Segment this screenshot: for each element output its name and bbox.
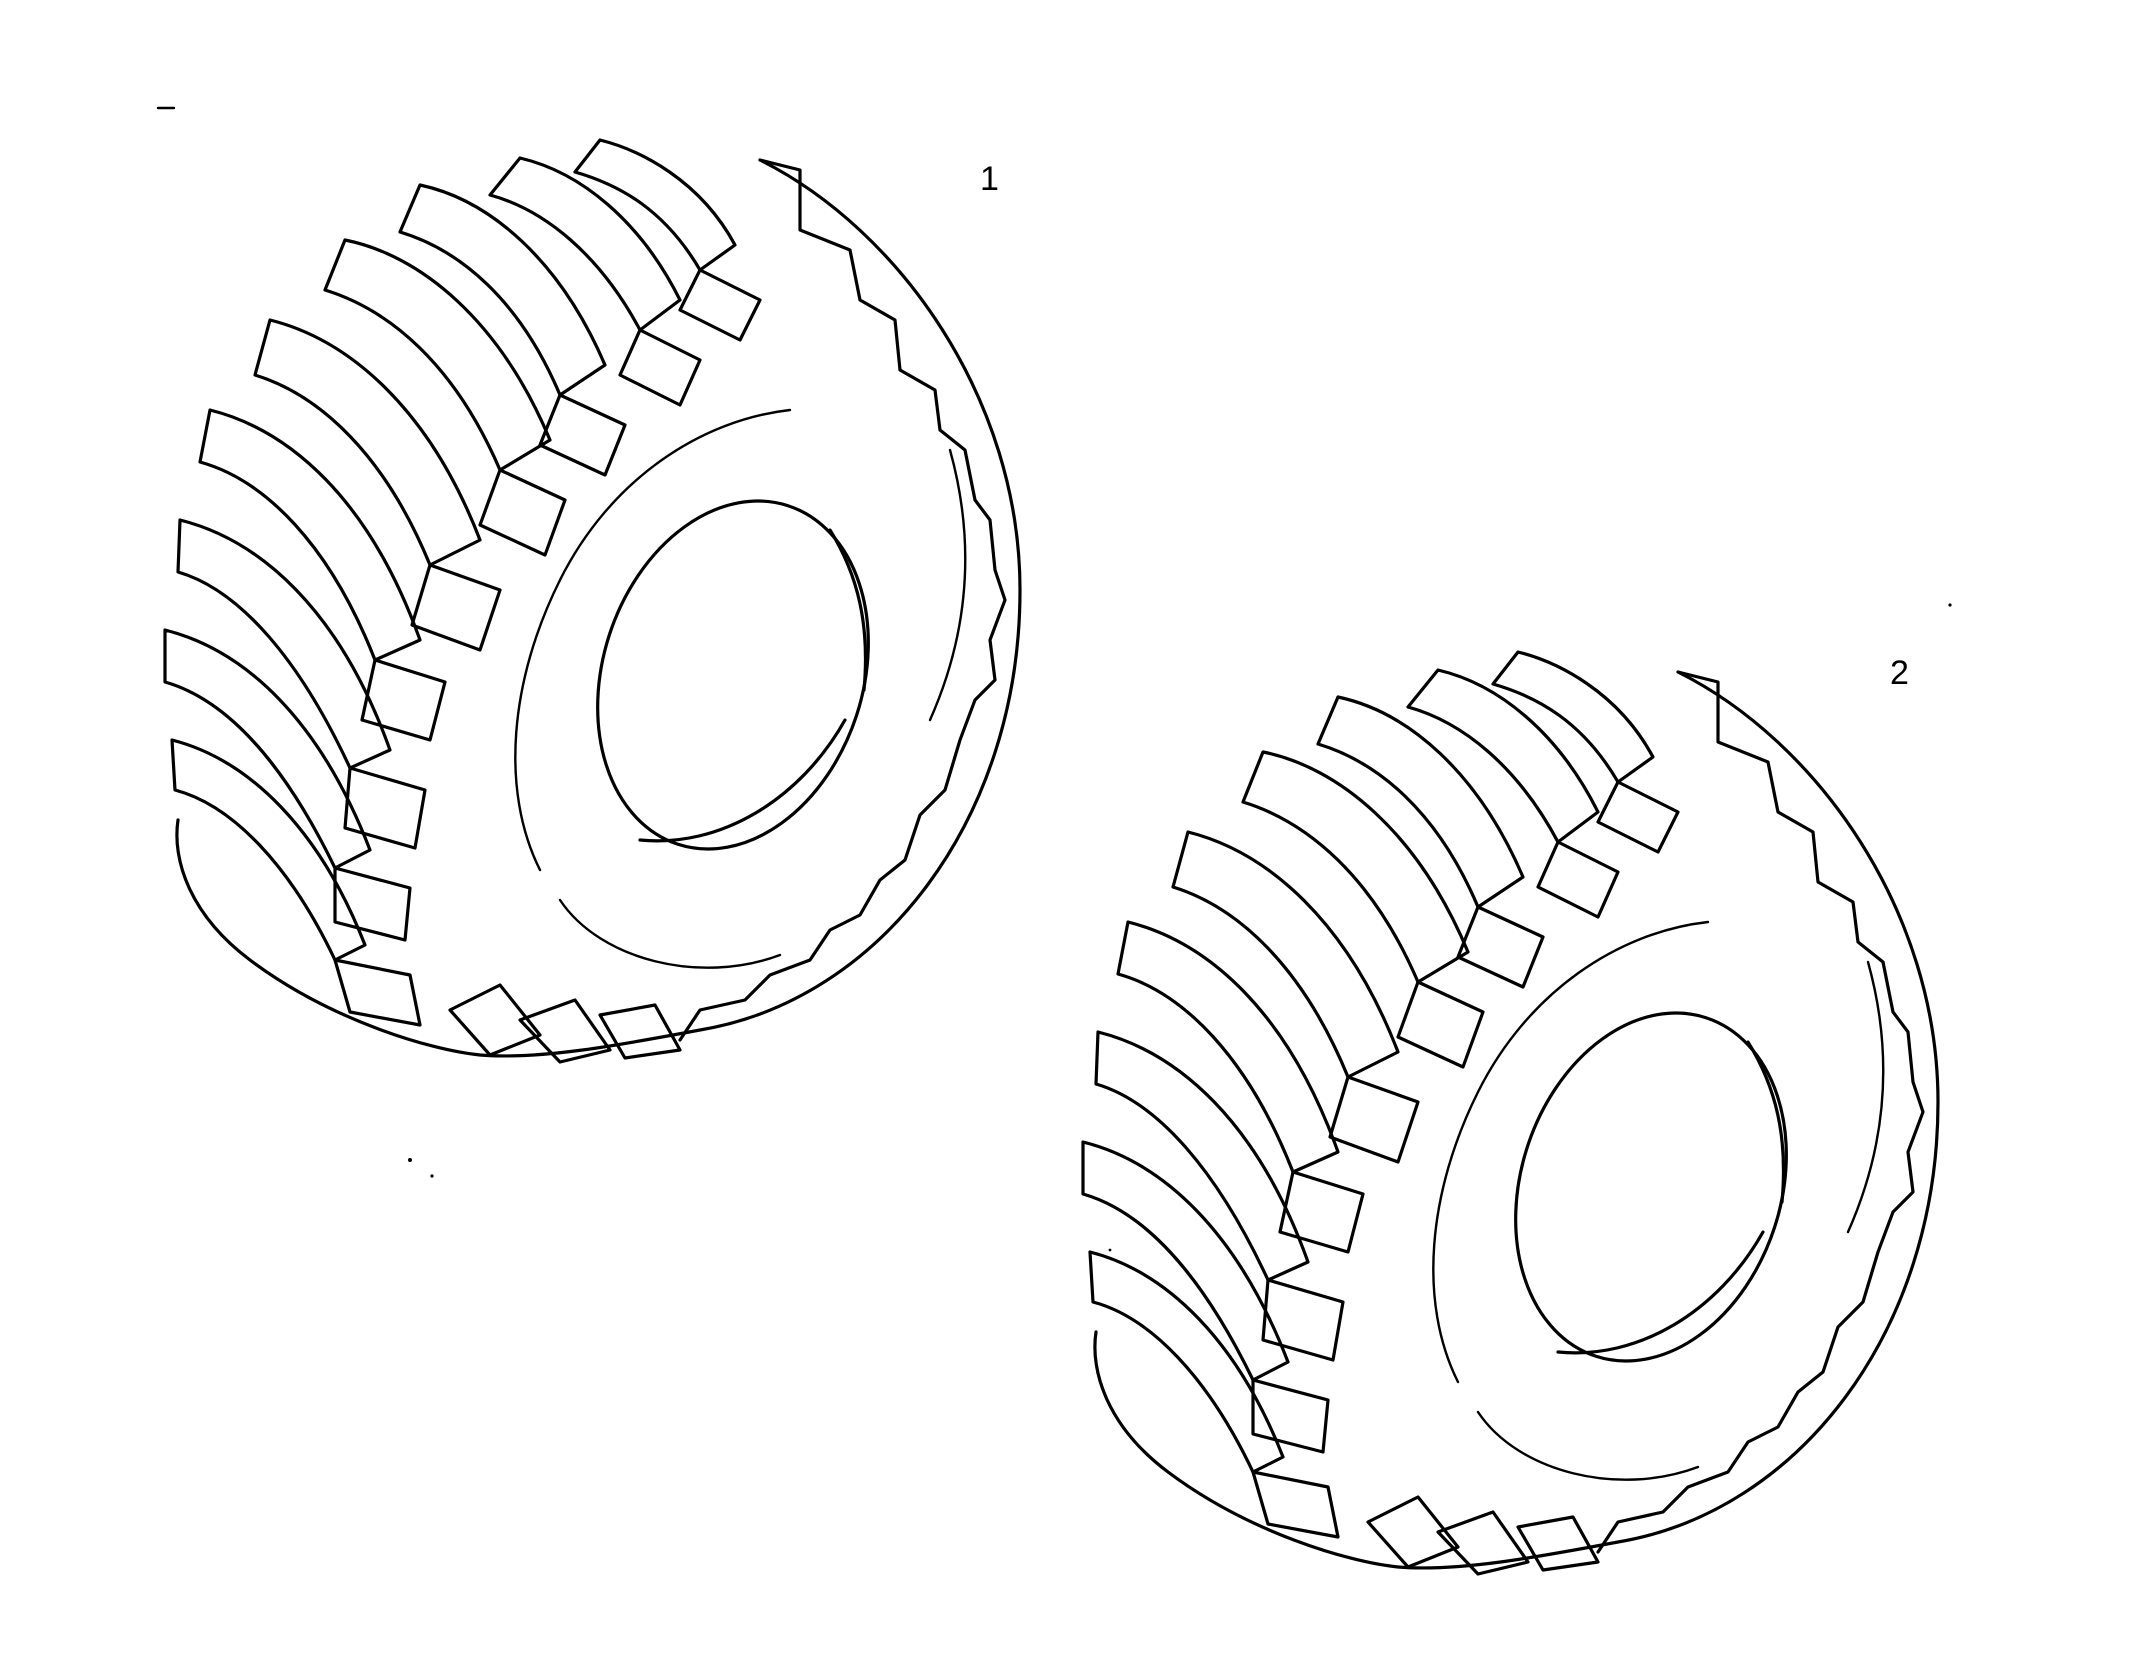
shoulder-block: [1261, 1278, 1345, 1362]
tread-edge: [1596, 670, 1925, 1554]
rim-shadow: [638, 718, 847, 843]
rim-opening: [1514, 1011, 1788, 1363]
tread-lug: [1316, 695, 1525, 909]
tire-sidewall-outline: [175, 158, 1022, 1058]
tread-lug: [1088, 1250, 1285, 1474]
shoulder-block: [343, 766, 427, 850]
scan-speck: [408, 1158, 412, 1162]
sidewall-ring: [1432, 920, 1710, 1384]
tread-lug: [198, 408, 422, 662]
tire-sidewall-outline: [1093, 670, 1940, 1570]
scan-speck: [1948, 603, 1952, 607]
callout-label-1: 1: [980, 160, 999, 198]
tire-icon: [1081, 650, 1940, 1576]
shoulder-block: [333, 866, 412, 942]
tread-lug: [253, 318, 482, 567]
tread-lug: [170, 738, 367, 962]
sidewall-ring: [1846, 960, 1885, 1234]
shoulder-block: [1596, 780, 1680, 854]
tread-lug: [398, 183, 607, 397]
callout-label-2: 2: [1890, 654, 1909, 692]
rim-opening: [596, 499, 870, 851]
tread-lug: [1171, 830, 1400, 1079]
tread-lug: [323, 238, 552, 472]
rim-inner-highlight: [1746, 1040, 1786, 1204]
sidewall-ring: [1476, 1410, 1700, 1481]
tread-edge: [678, 158, 1007, 1042]
shoulder-block: [410, 563, 502, 652]
shoulder-block: [478, 468, 567, 557]
sidewall-ring: [928, 448, 967, 722]
tread-lug: [1241, 750, 1470, 984]
shoulder-block: [1536, 840, 1620, 919]
tread-lug: [163, 628, 372, 870]
bottom-tread-block: [1516, 1515, 1600, 1572]
shoulder-block: [618, 328, 702, 407]
shoulder-block: [1396, 980, 1485, 1069]
bottom-tread-block: [598, 1003, 682, 1060]
tread-lug: [176, 518, 392, 770]
shoulder-block: [1328, 1075, 1420, 1164]
shoulder-block: [1278, 1170, 1365, 1254]
shoulder-block: [1251, 1470, 1340, 1539]
tread-lug: [1491, 650, 1655, 784]
bottom-tread-block: [518, 998, 612, 1064]
shoulder-block: [678, 268, 762, 342]
bottom-tread-block: [1366, 1495, 1460, 1569]
tread-lug: [488, 156, 682, 332]
tire-icon: [163, 138, 1022, 1064]
scan-speck: [430, 1174, 434, 1178]
tread-lug: [1094, 1030, 1310, 1282]
sidewall-ring: [514, 408, 792, 872]
bottom-tread-block: [448, 983, 542, 1057]
shoulder-block: [538, 393, 627, 477]
shoulder-block: [1456, 905, 1545, 989]
tread-lug: [1406, 668, 1600, 844]
bottom-tread-block: [1436, 1510, 1530, 1576]
tread-lug: [573, 138, 737, 272]
shoulder-block: [360, 658, 447, 742]
rim-shadow: [1556, 1230, 1765, 1355]
sidewall-ring: [558, 898, 782, 969]
tread-lug: [1116, 920, 1340, 1174]
scan-speck: [1108, 1248, 1112, 1252]
tread-lug: [1081, 1140, 1290, 1382]
shoulder-block: [1251, 1378, 1330, 1454]
shoulder-block: [333, 958, 422, 1027]
rim-inner-highlight: [828, 528, 868, 692]
